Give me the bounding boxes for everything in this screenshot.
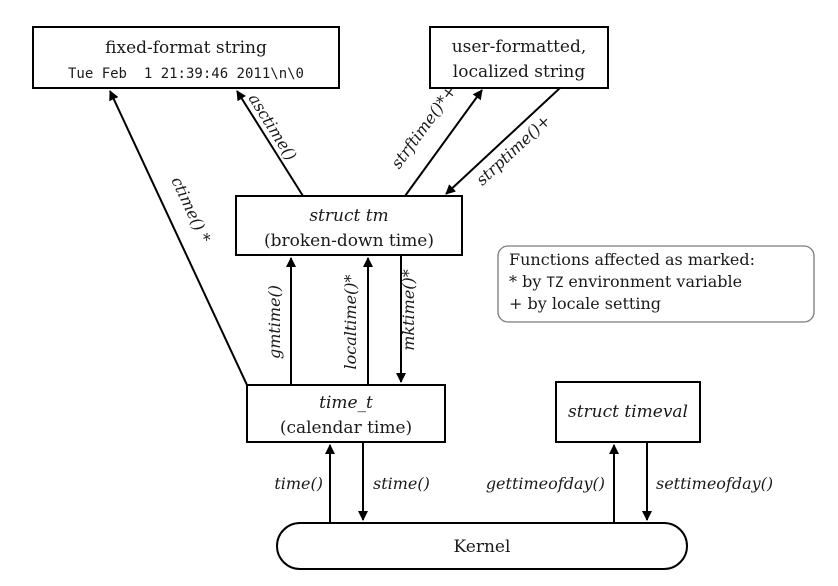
user-formatted-line1: user-formatted,: [452, 37, 587, 57]
strptime-label: strptime()+: [472, 111, 554, 189]
user-formatted-line2: localized string: [453, 62, 586, 82]
legend-locale-line: + by locale setting: [509, 294, 661, 313]
legend-tz-suffix: environment variable: [568, 272, 742, 291]
asctime-arrow: [236, 90, 304, 197]
kernel-box: [276, 522, 688, 570]
localtime-label: localtime()*: [341, 274, 360, 369]
legend-tz-line: * by TZ environment variable: [509, 272, 742, 291]
settimeofday-label: settimeofday(): [656, 474, 773, 493]
ctime-arrow: [109, 90, 248, 386]
strftime-label: strftime()*+: [387, 81, 460, 172]
kernel-label: Kernel: [454, 537, 511, 557]
struct-timeval-label: struct timeval: [568, 402, 688, 422]
legend-title: Functions affected as marked:: [509, 250, 755, 269]
struct-tm-label: struct tm: [309, 206, 388, 226]
fixed-format-string-example: Tue Feb 1 21:39:46 2011\n\0: [68, 66, 304, 82]
asctime-label: asctime(): [245, 90, 301, 164]
strptime-arrow: [445, 87, 561, 195]
calendar-time-label: (calendar time): [280, 418, 412, 438]
legend-tz-prefix: * by: [509, 272, 541, 291]
legend-box: [497, 245, 815, 323]
ctime-label: ctime() *: [167, 174, 214, 246]
time-label: time(): [274, 474, 323, 493]
struct-tm-box: [235, 195, 463, 256]
time-t-box: [246, 384, 446, 443]
stime-label: stime(): [373, 474, 430, 493]
struct-timeval-box: [555, 381, 701, 443]
strftime-arrow: [404, 89, 483, 197]
gmtime-label: gmtime(): [265, 285, 284, 359]
legend-tz-code: TZ: [546, 275, 563, 291]
gettimeofday-label: gettimeofday(): [486, 474, 605, 493]
time-t-label: time_t: [319, 393, 373, 413]
fixed-format-string-title: fixed-format string: [105, 38, 267, 58]
fixed-format-string-box: [32, 26, 340, 89]
broken-down-time-label: (broken-down time): [264, 231, 434, 251]
user-formatted-string-box: [429, 26, 609, 89]
mktime-label: mktime()*: [399, 269, 418, 351]
